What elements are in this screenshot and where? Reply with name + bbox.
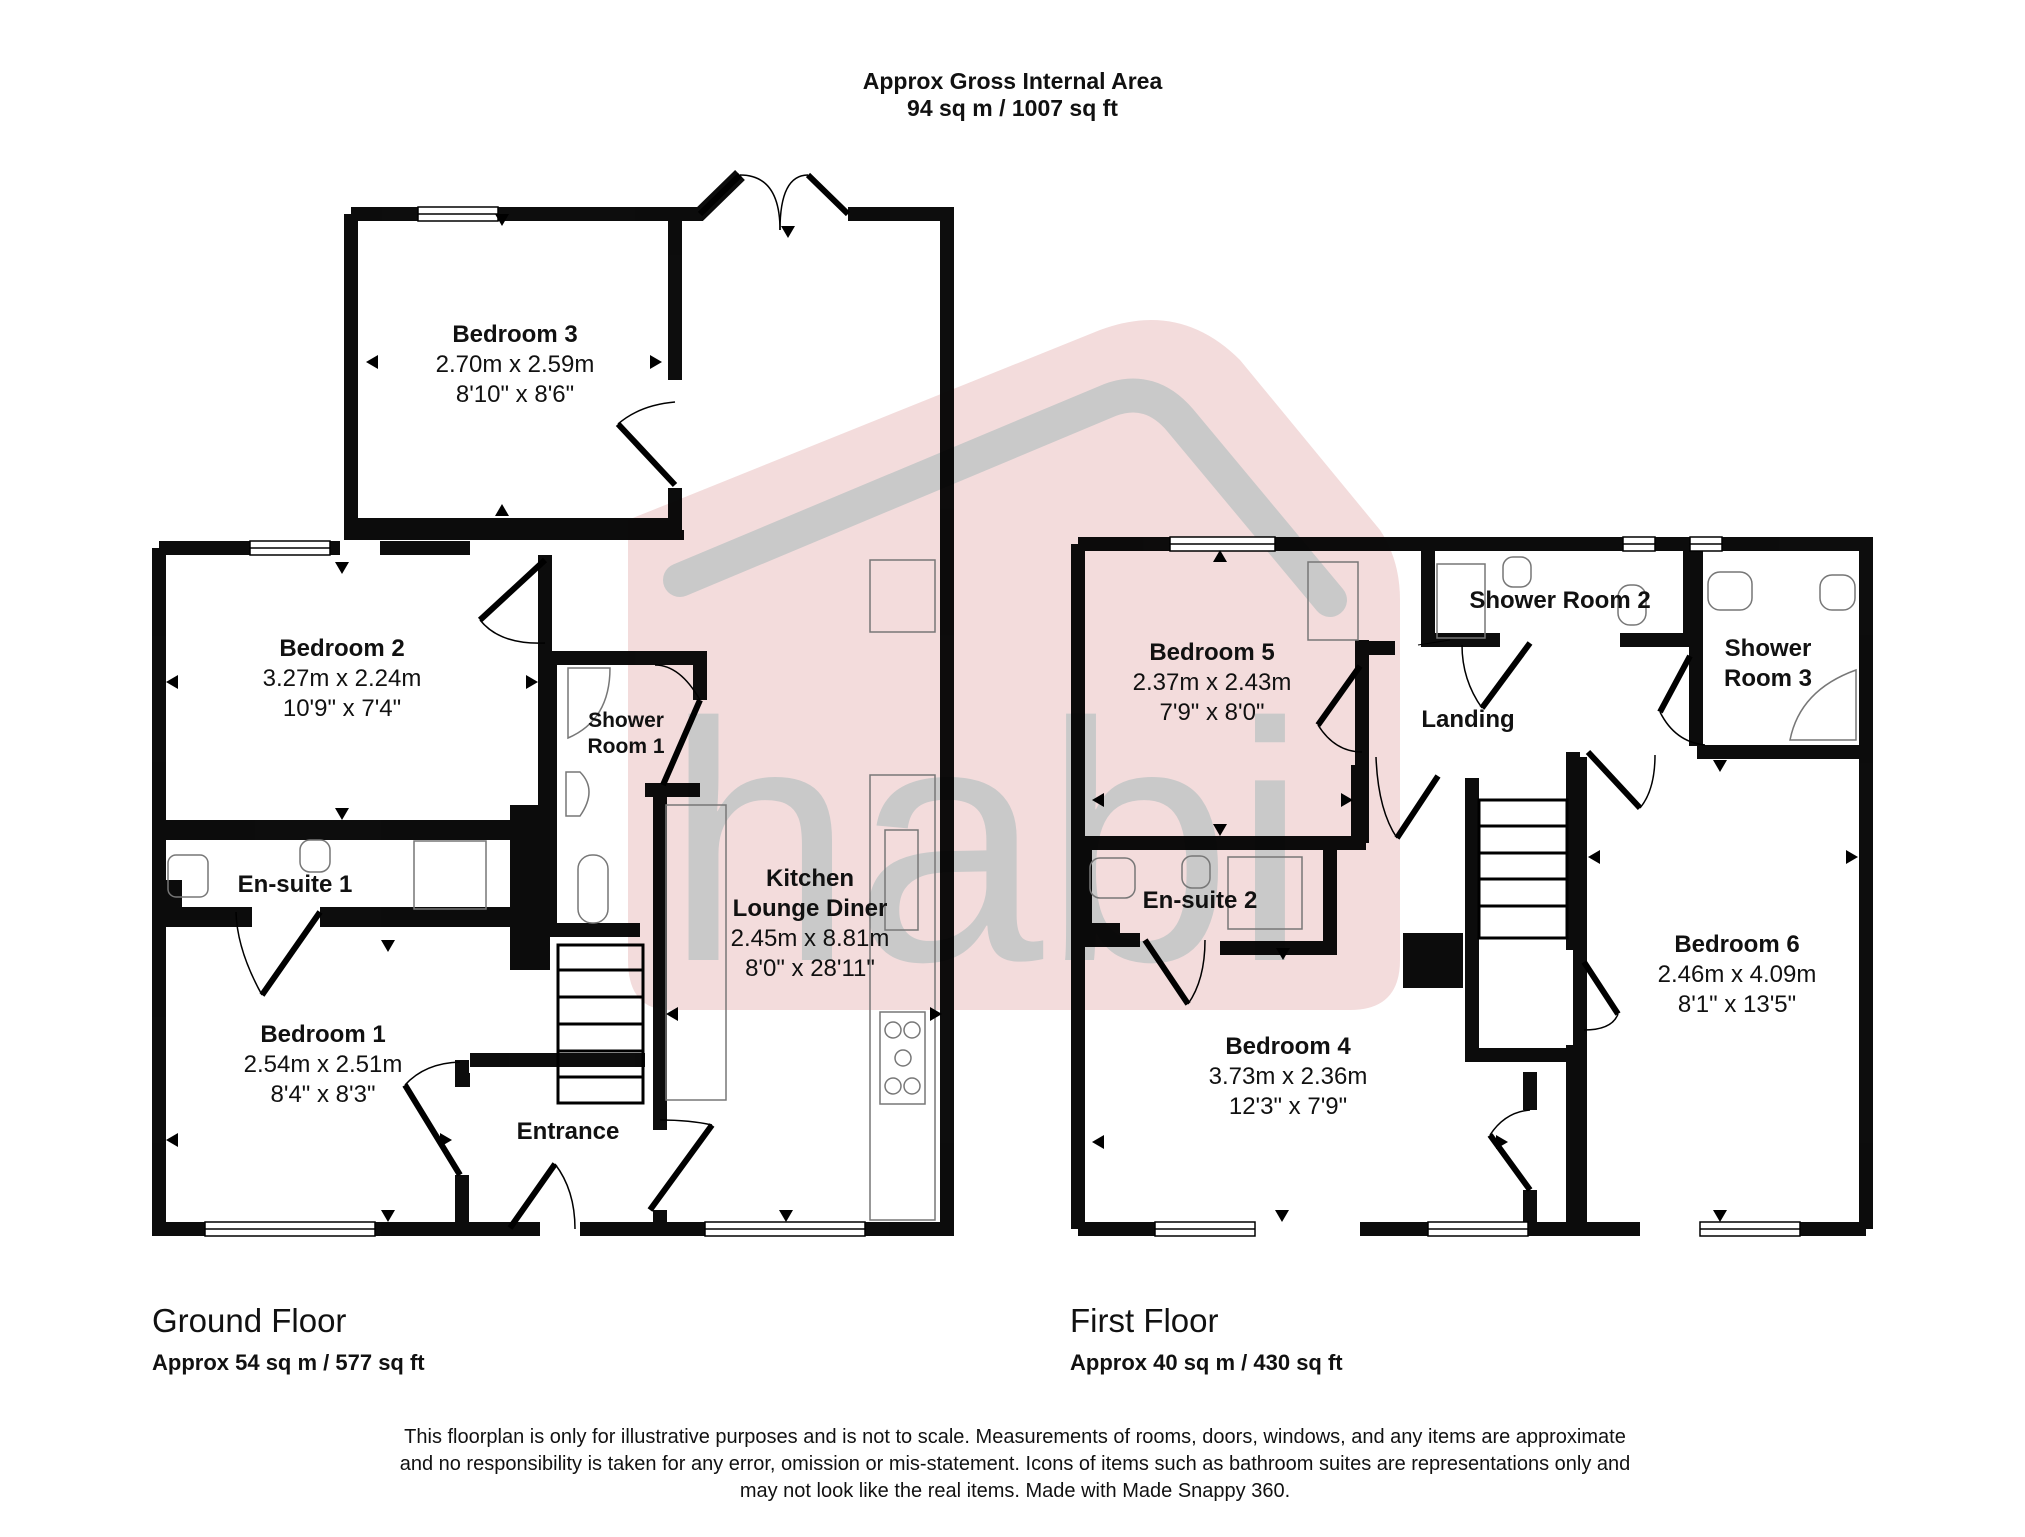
room-bedroom-5: Bedroom 5 2.37m x 2.43m 7'9" x 8'0": [1133, 638, 1292, 728]
toilet-icon: [1617, 584, 1647, 626]
room-entrance: Entrance: [517, 1117, 620, 1147]
room-shower-room-3: Shower Room 3: [1724, 634, 1812, 694]
room-name: Landing: [1421, 706, 1515, 733]
first-floor-area: Approx 40 sq m / 430 sq ft: [1070, 1350, 1343, 1375]
gross-area-value: 94 sq m / 1007 sq ft: [907, 95, 1118, 121]
disclaimer-line-3: may not look like the real items. Made w…: [739, 1480, 1291, 1502]
shower-tray-icon: [1436, 563, 1486, 639]
first-floor-walls: [1071, 537, 1873, 1236]
toilet-icon: [167, 854, 209, 898]
room-en-suite-2: En-suite 2: [1143, 886, 1258, 916]
first-floor-doors: [1142, 639, 1706, 1192]
room-name: En-suite 1: [237, 871, 353, 898]
room-name: En-suite 2: [1142, 887, 1258, 914]
room-name: Bedroom 3: [452, 321, 578, 348]
room-dim-imperial: 8'10" x 8'6": [455, 381, 575, 408]
first-floor-title: First Floor: [1070, 1302, 1219, 1339]
room-bedroom-2: Bedroom 2 3.27m x 2.24m 10'9" x 7'4": [263, 634, 422, 724]
room-name-line2: Lounge Diner: [732, 895, 888, 922]
room-name-line2: Room 3: [1723, 665, 1813, 692]
ground-floor-doors: [235, 172, 851, 1230]
shower-tray-icon: [1227, 856, 1303, 930]
basin-icon: [565, 771, 590, 817]
ground-floor-dimension-markers: [166, 214, 942, 1222]
gross-area-header: Approx Gross Internal Area 94 sq m / 100…: [0, 68, 2025, 122]
room-dim-imperial: 8'0" x 28'11": [745, 955, 875, 982]
toilet-icon: [577, 854, 609, 924]
fridge-icon: [869, 559, 936, 633]
hob-icon: [879, 1011, 926, 1105]
room-dim-metric: 2.46m x 4.09m: [1657, 961, 1817, 988]
room-name: Bedroom 1: [260, 1021, 386, 1048]
room-bedroom-1: Bedroom 1 2.54m x 2.51m 8'4" x 8'3": [244, 1020, 403, 1110]
room-name: Bedroom 2: [279, 635, 405, 662]
room-name-line2: Room 1: [587, 735, 665, 759]
kitchen-counter-icon: [869, 774, 936, 1221]
basin-icon: [1819, 574, 1856, 611]
disclaimer: This floorplan is only for illustrative …: [330, 1424, 1700, 1505]
disclaimer-line-1: This floorplan is only for illustrative …: [404, 1426, 1626, 1448]
gross-area-title: Approx Gross Internal Area: [862, 68, 1163, 94]
corner-shower-icon: [567, 667, 611, 740]
room-bedroom-6: Bedroom 6 2.46m x 4.09m 8'1" x 13'5": [1658, 930, 1817, 1020]
room-dim-imperial: 10'9" x 7'4": [282, 695, 402, 722]
kitchen-island-icon: [665, 804, 727, 1101]
basin-icon: [1502, 556, 1532, 588]
room-dim-imperial: 8'4" x 8'3": [270, 1081, 376, 1108]
basin-icon: [299, 839, 331, 873]
room-en-suite-1: En-suite 1: [238, 870, 353, 900]
first-floor-dimension-markers: [1092, 550, 1858, 1222]
room-landing: Landing: [1421, 705, 1514, 735]
room-name: Shower Room 2: [1469, 587, 1651, 614]
room-bedroom-4: Bedroom 4 3.73m x 2.36m 12'3" x 7'9": [1209, 1032, 1368, 1122]
room-name-line1: Kitchen: [765, 865, 854, 892]
room-kitchen-lounge-diner: Kitchen Lounge Diner 2.45m x 8.81m 8'0" …: [731, 864, 890, 984]
ground-floor-stairs: [556, 943, 645, 1105]
room-dim-metric: 3.27m x 2.24m: [262, 665, 422, 692]
room-dim-metric: 3.73m x 2.36m: [1208, 1063, 1368, 1090]
room-dim-metric: 2.45m x 8.81m: [730, 925, 890, 952]
first-floor-fixtures: [1089, 556, 1857, 930]
room-dim-imperial: 7'9" x 8'0": [1159, 699, 1265, 726]
ground-floor-walls: [152, 169, 954, 1236]
room-shower-room-1: Shower Room 1: [587, 708, 664, 761]
room-dim-metric: 2.37m x 2.43m: [1132, 669, 1292, 696]
room-name-line1: Shower: [588, 709, 664, 732]
shower-tray-icon: [1307, 561, 1359, 641]
toilet-icon: [1707, 571, 1753, 611]
room-name: Entrance: [516, 1118, 620, 1145]
room-name: Bedroom 4: [1225, 1033, 1351, 1060]
room-name: Bedroom 6: [1674, 931, 1800, 958]
sink-icon: [884, 829, 919, 931]
first-floor-stairs: [1477, 798, 1569, 940]
first-floor-windows: [1154, 536, 1801, 1237]
shower-tray-icon: [413, 840, 487, 910]
ground-floor-windows: [204, 206, 866, 1237]
room-shower-room-2: Shower Room 2: [1469, 586, 1650, 616]
ground-floor-fixtures: [167, 559, 936, 1221]
room-dim-imperial: 8'1" x 13'5": [1677, 991, 1797, 1018]
room-bedroom-3: Bedroom 3 2.70m x 2.59m 8'10" x 8'6": [436, 320, 595, 410]
room-name: Bedroom 5: [1149, 639, 1275, 666]
toilet-icon: [1089, 857, 1136, 899]
ground-floor-title: Ground Floor: [152, 1302, 347, 1339]
disclaimer-line-2: and no responsibility is taken for any e…: [399, 1453, 1631, 1475]
room-dim-metric: 2.70m x 2.59m: [435, 351, 595, 378]
room-dim-imperial: 12'3" x 7'9": [1228, 1093, 1348, 1120]
corner-shower-icon: [1789, 668, 1857, 741]
ground-floor-area: Approx 54 sq m / 577 sq ft: [152, 1350, 425, 1375]
room-name-line1: Shower: [1724, 635, 1812, 662]
basin-icon: [1181, 855, 1211, 889]
room-dim-metric: 2.54m x 2.51m: [243, 1051, 403, 1078]
